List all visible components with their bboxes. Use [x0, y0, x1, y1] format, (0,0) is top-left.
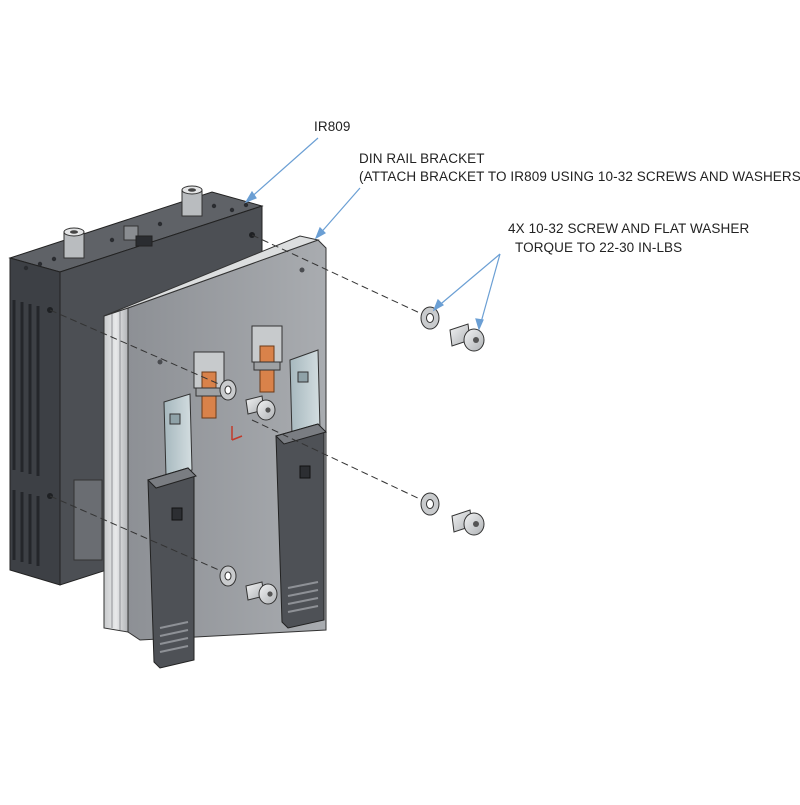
release-slide-left — [147, 467, 197, 669]
bracket-latch-left — [193, 351, 225, 419]
hardware-set — [49, 234, 485, 605]
washer-lower-right — [420, 492, 440, 516]
washer-upper-right — [420, 306, 440, 330]
bracket-left-flange — [103, 307, 129, 633]
washer-upper-left — [219, 379, 237, 401]
callout-device-name: IR809 — [314, 119, 351, 134]
device-side-label — [73, 479, 103, 561]
screw-lower-left — [245, 581, 278, 605]
screw-lower-right — [451, 509, 485, 536]
leader-screw-head — [479, 253, 501, 327]
device-heatsink-fins — [12, 300, 40, 566]
din-rail-bracket — [103, 235, 327, 669]
release-slide-right — [275, 423, 327, 629]
leader-screw-washer — [435, 253, 501, 309]
callout-bracket-note: (ATTACH BRACKET TO IR809 USING 10-32 SCR… — [359, 169, 800, 184]
assembly-axes — [49, 234, 423, 575]
leader-bracket — [317, 187, 361, 237]
screw-upper-left — [245, 395, 276, 421]
orientation-marker — [231, 426, 243, 441]
rail-clip-right — [289, 349, 321, 437]
callout-screw-spec: 4X 10-32 SCREW AND FLAT WASHER — [508, 221, 750, 236]
leader-device — [247, 137, 319, 201]
device-front-face — [9, 257, 61, 586]
callout-bracket-title: DIN RAIL BRACKET — [359, 151, 485, 166]
antenna-connector-left — [63, 227, 85, 259]
leader-lines — [244, 137, 501, 331]
washer-lower-left — [219, 565, 237, 587]
antenna-connector-right — [181, 185, 203, 217]
bracket-top-edge — [103, 235, 320, 317]
bracket-latch-right — [251, 325, 283, 393]
screw-upper-right — [449, 323, 485, 352]
center-connector — [123, 225, 153, 247]
callout-torque-spec: TORQUE TO 22-30 IN-LBS — [515, 240, 683, 255]
rail-clip-left — [163, 393, 193, 477]
